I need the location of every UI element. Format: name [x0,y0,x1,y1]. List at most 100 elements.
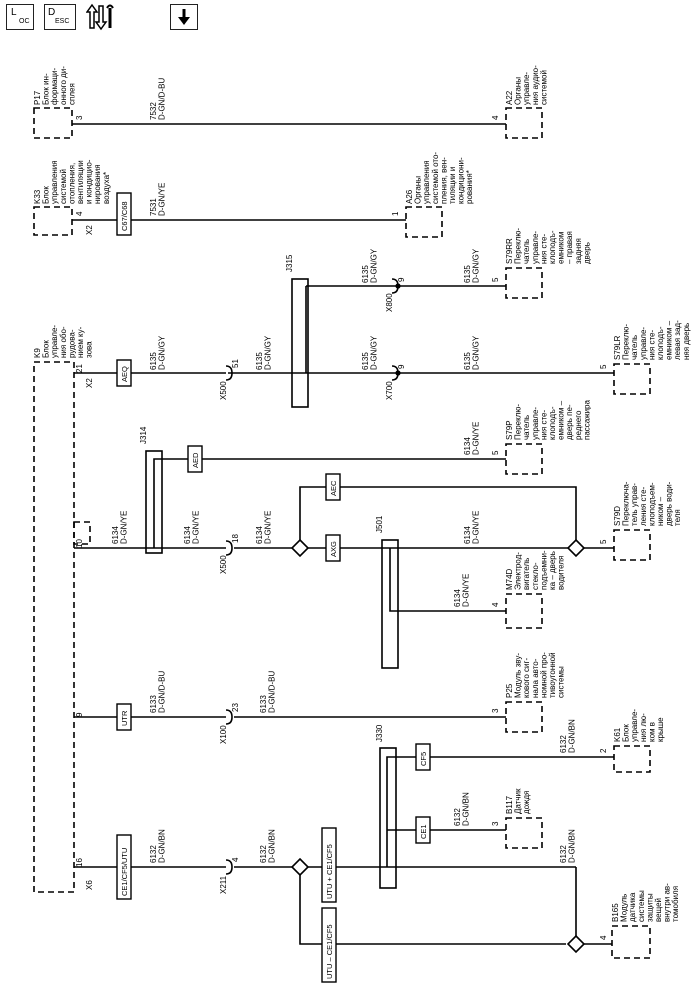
pin-p17-3: 3 [75,115,84,120]
diamond-6132-left [290,857,310,877]
wire-6133-b-label-number: 6133 [259,695,268,713]
opt-aec: AEC [329,480,338,496]
b165-label-line-0: B165 [611,903,620,922]
s79rr-label-line-8: задняя [574,238,583,264]
s79d-label-line-6: дверь води- [665,481,674,526]
opt-utu-minus: UTU – CE1/CF5 [325,924,334,979]
wire-6134-d-label-color: D-GN/YE [264,511,273,544]
wire-6134-c-label-number: 6134 [183,526,192,544]
pin-b165-4: 4 [599,935,608,940]
wire-6132-d-label-number: 6132 [259,845,268,863]
s79p-box [505,443,543,475]
m74d-label-line-4: подъемни- [539,550,548,590]
a26-label-line-3: системой ото- [431,152,440,204]
s79lr-label-line-5: клоподъ- [656,326,665,360]
wire-7531-label-number: 7531 [149,198,158,216]
x500-18-symbol [225,540,233,556]
wire-6132-a-label-color: D-GN/BN [568,719,577,753]
s79lr-label-line-0: S79LR [613,335,622,360]
k9-box [33,361,75,893]
diamond-6132-right [566,934,586,954]
wire-6132-b165 [575,867,612,945]
wire-6132-utu-minus [299,867,566,945]
s79lr-label-line-7: левая зад- [673,320,682,360]
a26-label-line-2: управления [422,160,431,204]
wire-6135-b-label-color: D-GN/GY [264,335,273,370]
pin-x700-9: 9 [397,364,406,369]
wire-6132-j330-k61 [386,756,614,867]
opt-utu-ce1cf5-box [321,827,337,903]
k33-label-line-6: и кондицио- [85,159,94,204]
s79p-label-line-7: дверь пе- [565,404,574,440]
pin-a26-1: 1 [391,211,400,216]
j314-splice [145,450,163,554]
connector-info-button[interactable] [85,2,118,32]
splice-j315-label: J315 [285,254,294,272]
wire-7532-label-color: D-GN/D-BU [158,78,167,120]
s79d-label-line-4: клоподъем- [647,482,656,526]
wire-6135-a-label-color: D-GN/GY [158,335,167,370]
s79d-label-line-7: теля [673,509,682,526]
wire-6135-b-label-number: 6135 [255,352,264,370]
pin-k61-2: 2 [599,748,608,753]
wire-6134-c-label-color: D-GN/YE [192,511,201,544]
s79p-label-line-3: управле- [531,407,540,440]
p25-label-line-2: кового сиг- [522,658,531,698]
download-button[interactable] [170,4,198,30]
p17-label-line-4: сплея [67,83,76,105]
b165-label-line-4: защиты [645,893,654,922]
k61-label-line-2: управле- [630,709,639,742]
p17-label-line-0: P17 [33,90,42,105]
wire-6134-j314-aed [153,458,506,548]
arrows-wrench-icon [85,3,114,31]
conn-x2-k9: X2 [85,378,94,388]
m74d-box [505,593,543,629]
k33-label-line-2: управления [50,160,59,204]
wire-6135-a-label-number: 6135 [149,352,158,370]
b117-label-line-1: Датчик [514,788,523,814]
svg-text:ESC: ESC [55,18,69,25]
diamond-6134-left [290,538,310,558]
a22-label-line-0: A22 [505,90,514,105]
opt-aed: AED [191,452,200,468]
opt-cf5-box [415,743,431,771]
k61-label-line-3: ния лю- [639,713,648,742]
a26-label-line-7: рования* [465,170,474,204]
s79rr-label-line-1: Переклю- [514,228,523,264]
p25-label-line-0: P25 [505,683,514,698]
s79p-label-line-8: реднего [574,410,583,440]
pin-s79p-5: 5 [491,450,500,455]
k61-box [613,745,651,773]
wire-6132-c-label-number: 6132 [149,845,158,863]
wire-6134-aec [299,486,577,548]
m74d-label-line-5: ка – дверь [548,551,557,590]
s79rr-label-line-5: клоподъ- [548,230,557,264]
splice-j314-label: J314 [139,426,148,444]
k9-label-line-6: зова [85,341,94,358]
a26-label-line-4: пления, вен- [439,157,448,204]
pin-s79rr-5: 5 [491,277,500,282]
b165-label-line-6: внутри ав- [663,883,672,922]
k33-box [33,206,73,236]
description-view-button[interactable]: D ESC [44,4,76,30]
k33-label-line-1: Блок [42,186,51,204]
diamond-6134-right [566,538,586,558]
x211-symbol [225,859,233,875]
s79rr-label-line-2: чатель [522,239,531,264]
wire-6134-e-label-number: 6134 [463,526,472,544]
arrow-down-icon [178,9,190,25]
opt-c67c68: C67/C68 [120,201,129,231]
p17-label-line-3: онного ди- [59,66,68,105]
s79p-label-line-1: Переклю- [514,404,523,440]
b117-label-line-2: дождя [522,791,531,814]
wire-6134-b-label-color: D-GN/YE [120,511,129,544]
s79rr-label-line-9: дверь [582,242,591,264]
opt-utr: UTR [120,710,129,726]
conn-x700: X700 [385,381,394,400]
location-view-button[interactable]: L OC [6,4,34,30]
s79p-label-line-9: пассажира [582,400,591,441]
pin-k9-16: 16 [75,858,84,867]
s79d-label-line-1: Переключа- [622,481,631,526]
conn-x2-k33: X2 [85,225,94,235]
wire-6133-a-label-color: D-GN/D-BU [158,671,167,713]
